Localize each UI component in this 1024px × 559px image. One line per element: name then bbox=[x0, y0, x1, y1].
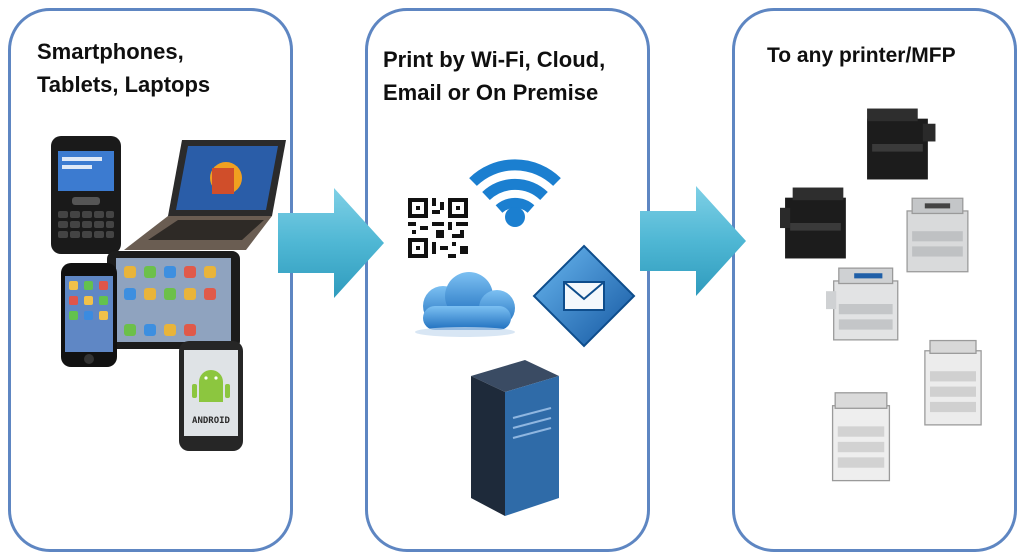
devices-panel: Smartphones, Tablets, Laptops bbox=[8, 8, 293, 552]
email-icon bbox=[532, 244, 636, 348]
mfp-printer-icon bbox=[831, 392, 891, 482]
mfp-printer-icon bbox=[826, 267, 899, 341]
server-icon bbox=[471, 360, 559, 516]
print-methods-panel: Print by Wi-Fi, Cloud, Email or On Premi… bbox=[365, 8, 650, 552]
ipad-tablet-icon bbox=[107, 251, 240, 349]
mfp-printer-icon bbox=[924, 339, 982, 426]
devices-panel-title: Smartphones, Tablets, Laptops bbox=[37, 39, 211, 97]
laptop-icon bbox=[124, 140, 286, 250]
printers-panel-title: To any printer/MFP bbox=[767, 44, 956, 67]
flow-arrow-2-icon bbox=[640, 186, 746, 296]
mfp-printer-icon bbox=[780, 187, 846, 259]
android-label: ANDROID bbox=[192, 416, 231, 426]
iphone-icon bbox=[61, 263, 117, 367]
cloud-icon bbox=[415, 272, 515, 337]
mfp-printer-icon bbox=[906, 197, 969, 273]
android-phone-icon: ANDROID bbox=[179, 341, 243, 451]
mfp-printer-icon bbox=[867, 108, 936, 180]
wifi-icon bbox=[469, 159, 561, 227]
print-methods-panel-title: Print by Wi-Fi, Cloud, Email or On Premi… bbox=[383, 47, 606, 105]
qr-code-icon bbox=[408, 198, 468, 258]
flow-arrow-1-icon bbox=[278, 188, 384, 298]
blackberry-phone-icon bbox=[51, 136, 121, 254]
